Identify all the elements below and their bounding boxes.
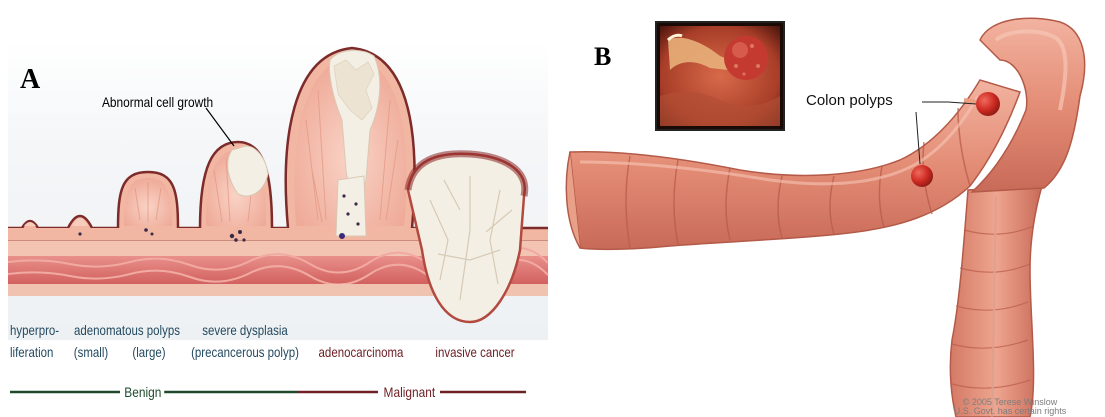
benign-label: Benign xyxy=(122,384,164,400)
stage-dysplasia-line1: severe dysplasia xyxy=(190,322,300,338)
copyright-notice: © 2005 Terese Winslow U.S. Govt. has cer… xyxy=(940,398,1080,416)
panel-a-letter: A xyxy=(20,64,40,96)
panel-b-colon-polyps: B Colon polyps © 2005 Terese Winslow U.S… xyxy=(560,0,1105,417)
stage-adenomatous-large: (large) xyxy=(129,344,170,360)
abnormal-cell-growth-label: Abnormal cell growth xyxy=(102,94,213,110)
stage-adenomatous-small: (small) xyxy=(71,344,112,360)
stage-hyperproliferation-line2: liferation xyxy=(10,344,53,360)
panel-a-cancer-progression: A Abnormal cell growth hyperpro- liferat… xyxy=(0,0,560,417)
colon-polyps-label: Colon polyps xyxy=(806,92,893,109)
inset-polyp xyxy=(724,36,768,80)
copyright-line2: U.S. Govt. has certain rights xyxy=(940,407,1080,416)
stage-hyperproliferation-line1: hyperpro- xyxy=(10,322,59,338)
stage-invasive-cancer: invasive cancer xyxy=(430,344,520,360)
malignant-label: Malignant xyxy=(381,384,438,400)
colon-illustration xyxy=(560,0,1105,417)
polyp-lower xyxy=(911,165,933,187)
stage-adenomatous-title: adenomatous polyps xyxy=(74,322,181,338)
stage-dysplasia-line2: (precancerous polyp) xyxy=(188,344,301,360)
stage-adenocarcinoma: adenocarcinoma xyxy=(316,344,406,360)
polyp-upper xyxy=(976,92,1000,116)
panel-b-letter: B xyxy=(594,42,611,72)
